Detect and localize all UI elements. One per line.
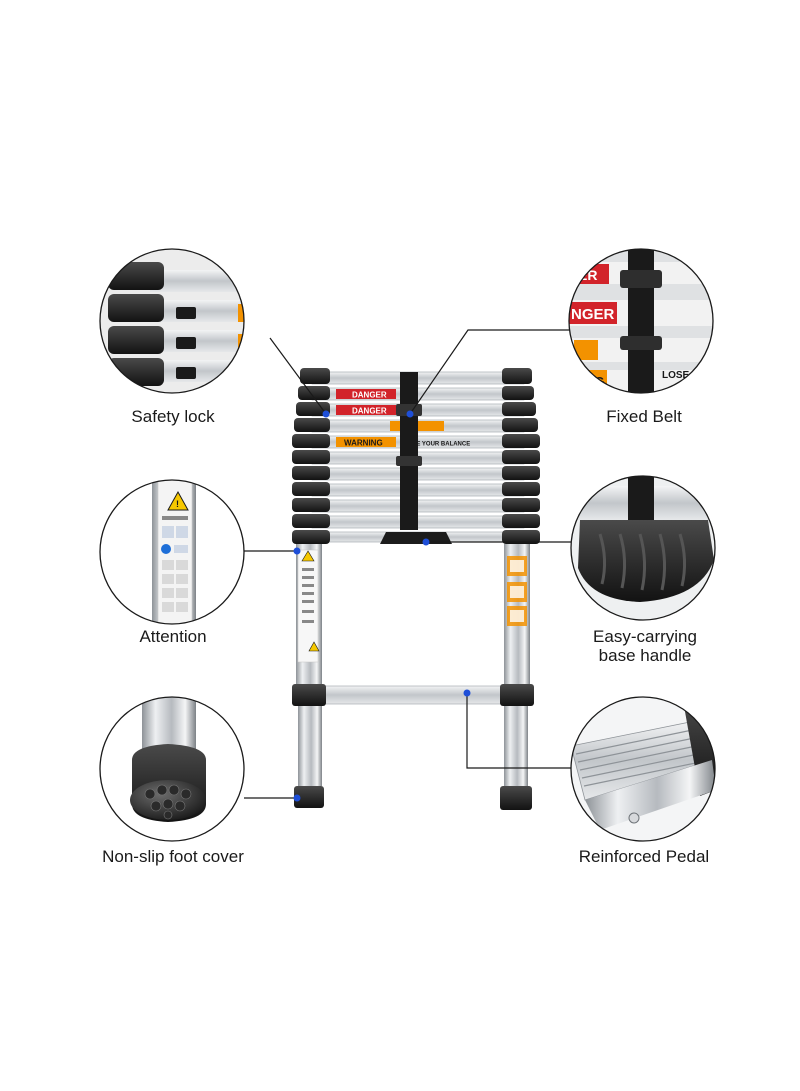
belt-zoom-warning: NING — [572, 374, 605, 389]
line-fixed-belt — [409, 329, 571, 415]
label-attention: Attention — [139, 627, 206, 646]
label-pedal: Reinforced Pedal — [579, 847, 709, 866]
foot-cover-zoom — [99, 696, 245, 842]
dot-foot — [293, 794, 301, 802]
dot-attention — [293, 547, 301, 555]
label-foot-cover: Non-slip foot cover — [102, 847, 244, 866]
connector-lines — [244, 329, 573, 799]
carry-handle-zoom — [570, 475, 716, 621]
label-safety-lock: Safety lock — [131, 407, 215, 426]
warning-sticker: WARNING — [344, 439, 383, 448]
pedal-zoom — [570, 696, 716, 842]
right-lock-stack — [502, 368, 540, 544]
balance-sticker: LOSE YOUR BALANCE — [404, 442, 470, 448]
dot-fixed-belt — [406, 410, 414, 418]
right-tube-stickers — [507, 556, 527, 626]
label-fixed-belt: Fixed Belt — [606, 407, 682, 426]
safety-lock-zoom — [99, 248, 245, 394]
ladder: DANGER DANGER WARNING LOSE YOUR BALANCE — [292, 368, 540, 810]
label-carry-handle-line2: base handle — [599, 646, 692, 665]
danger-sticker-1: DANGER — [352, 391, 387, 400]
carry-handle — [380, 532, 452, 544]
attention-stickers — [297, 549, 320, 663]
dot-safety-lock — [322, 410, 330, 418]
danger-sticker-2: DANGER — [352, 407, 387, 416]
fixed-belt-zoom: ER NGER NING LOSE YOUR — [568, 248, 714, 394]
attention-sticker-zoom: ! — [99, 479, 245, 625]
line-safety-lock — [269, 337, 327, 415]
anchor-dots — [293, 410, 471, 802]
belt — [396, 372, 422, 530]
dot-handle — [422, 538, 430, 546]
bottom-rung — [292, 684, 534, 706]
belt-zoom-danger-2: NGER — [571, 306, 615, 323]
dot-pedal — [463, 689, 471, 697]
line-pedal — [466, 693, 571, 769]
left-lock-stack — [292, 368, 330, 544]
svg-text:!: ! — [176, 499, 179, 509]
label-carry-handle-line1: Easy-carrying — [593, 627, 697, 646]
